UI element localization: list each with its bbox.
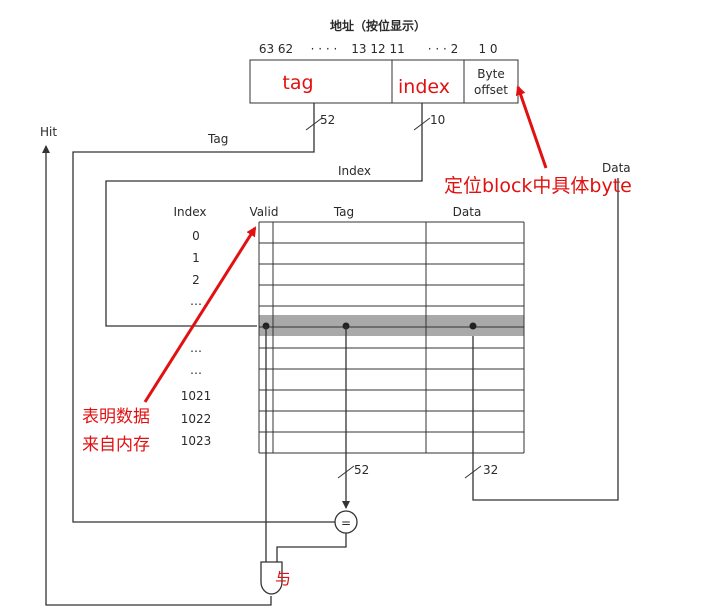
address-field-byte: Byte [477, 67, 504, 81]
data-width-label: 32 [483, 463, 498, 477]
bit-dots-2: · · · 2 [428, 42, 459, 56]
bit-label-13-12-11: 13 12 11 [351, 42, 404, 56]
tag-width-label: 52 [320, 113, 335, 127]
index-wire [105, 103, 423, 327]
address-box [249, 59, 519, 104]
index-label-1023: 1023 [181, 434, 212, 448]
valid-annotation-arrow [143, 226, 257, 403]
index-wire-label: Index [338, 164, 371, 178]
and-gate [260, 561, 283, 595]
tag-wire-label: Tag [207, 132, 228, 146]
tag-width-slash [305, 117, 323, 131]
index-label-dots-3: … [190, 363, 202, 377]
index-label-1022: 1022 [181, 412, 212, 426]
address-title: 地址（按位显示） [330, 18, 426, 33]
index-label-0: 0 [192, 229, 200, 243]
byte-annotation-arrow [515, 85, 548, 169]
index-label-2: 2 [192, 273, 200, 287]
compare-result-wire [276, 533, 347, 562]
stored-tag-width-label: 52 [354, 463, 369, 477]
cache-table [258, 221, 525, 454]
valid-annotation-line2: 来自内存 [82, 435, 150, 455]
stored-tag-width-slash [337, 465, 355, 479]
address-field-offset: offset [474, 83, 508, 97]
bit-label-1-0: 1 0 [478, 42, 497, 56]
bit-label-63-62: 63 62 [259, 42, 293, 56]
address-field-tag: tag [282, 72, 313, 94]
hit-label: Hit [40, 125, 57, 139]
col-header-data: Data [453, 205, 482, 219]
data-output-label: Data [602, 161, 631, 175]
byte-annotation: 定位block中具体byte [444, 175, 632, 197]
index-label-1021: 1021 [181, 389, 212, 403]
and-gate-label: 与 [275, 569, 291, 588]
valid-annotation-line1: 表明数据 [82, 407, 150, 427]
hit-wire [42, 145, 272, 606]
selected-row-highlight [259, 315, 524, 336]
col-header-index: Index [173, 205, 206, 219]
index-width-label: 10 [430, 113, 445, 127]
tag-wire [72, 103, 335, 523]
index-label-dots-2: … [190, 341, 202, 355]
col-header-valid: Valid [250, 205, 279, 219]
data-width-slash [464, 465, 482, 479]
index-width-slash [413, 117, 431, 131]
index-label-dots-1: … [190, 294, 202, 308]
data-wire [472, 178, 619, 501]
col-header-tag: Tag [333, 205, 354, 219]
comparator-symbol: = [341, 516, 351, 530]
bit-dots-1: · · · · [311, 42, 338, 56]
data-junction-dot [469, 322, 477, 330]
address-field-index: index [398, 76, 450, 98]
index-label-1: 1 [192, 251, 200, 265]
